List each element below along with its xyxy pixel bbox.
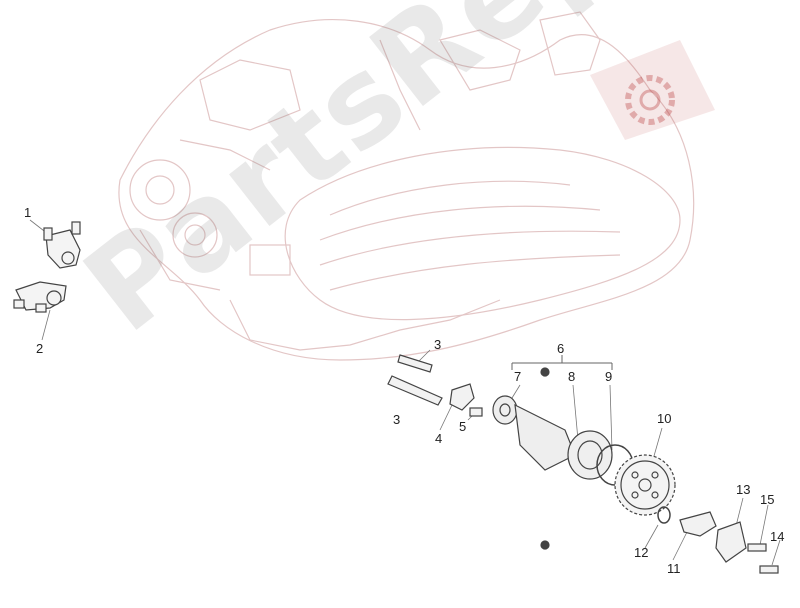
rocker-arm-part-2 — [13, 281, 67, 313]
callout-3b: 3 — [393, 412, 401, 427]
engine-sketch — [118, 11, 695, 361]
tensioner-part-13 — [715, 521, 747, 563]
washer-part-12 — [657, 506, 671, 524]
rocker-shafts-part-3 — [387, 354, 443, 406]
sprocket-part-10 — [614, 454, 676, 516]
callout-group-6-bracket — [511, 355, 613, 370]
callout-1: 1 — [24, 205, 32, 220]
callout-14: 14 — [770, 529, 785, 544]
callout-5: 5 — [459, 419, 467, 434]
callout-10: 10 — [657, 411, 672, 426]
callout-9: 9 — [605, 369, 613, 384]
pin-part-5 — [469, 407, 483, 417]
camshaft-part-7 — [492, 367, 576, 550]
leader-lines — [29, 219, 781, 566]
gear-icon — [590, 40, 715, 140]
callout-6: 6 — [557, 341, 565, 356]
decompressor-part-4 — [449, 383, 475, 411]
callout-8: 8 — [568, 369, 576, 384]
screw-part-15 — [747, 543, 767, 552]
lever-part-11 — [679, 511, 717, 537]
callout-2: 2 — [36, 341, 44, 356]
callout-15: 15 — [760, 492, 775, 507]
rocker-arm-part-1 — [43, 221, 81, 269]
callout-11: 11 — [667, 561, 681, 576]
bearing-part-8 — [567, 430, 613, 480]
callout-7: 7 — [514, 369, 522, 384]
screw-part-14 — [759, 565, 779, 574]
callout-4: 4 — [435, 431, 443, 446]
callout-3a: 3 — [434, 337, 442, 352]
callout-13: 13 — [736, 482, 751, 497]
callout-12: 12 — [634, 545, 649, 560]
